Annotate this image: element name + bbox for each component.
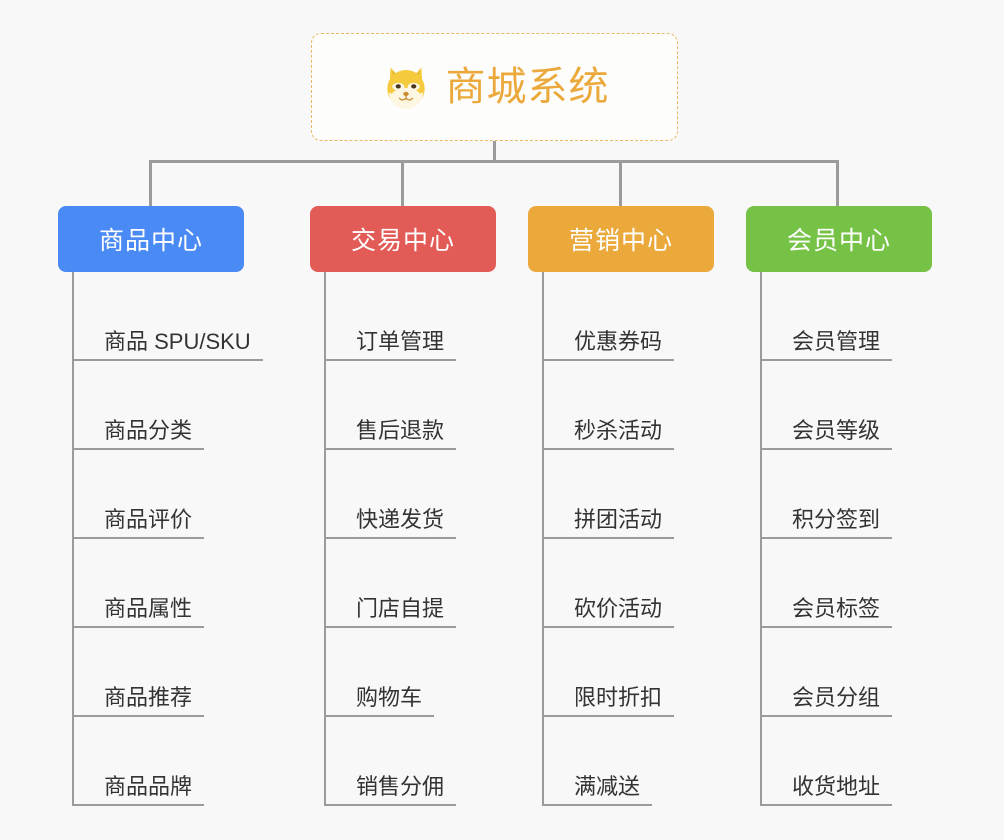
leaf-label: 商品分类 — [72, 419, 205, 450]
leaf-item[interactable]: 售后退款 — [324, 361, 496, 450]
leaf-label: 拼团活动 — [542, 508, 675, 539]
leaf-item[interactable]: 门店自提 — [324, 539, 496, 628]
leaf-label: 积分签到 — [760, 508, 893, 539]
leaf-label: 满减送 — [542, 775, 653, 806]
leaf-item[interactable]: 会员分组 — [760, 628, 932, 717]
leaf-list-product-center: 商品 SPU/SKU 商品分类 商品评价 商品属性 商品推荐 商品品牌 — [72, 272, 263, 806]
leaf-item[interactable]: 商品分类 — [72, 361, 244, 450]
leaf-item[interactable]: 会员标签 — [760, 539, 932, 628]
leaf-item[interactable]: 拼团活动 — [542, 450, 714, 539]
leaf-list-member-center: 会员管理 会员等级 积分签到 会员标签 会员分组 收货地址 — [760, 272, 932, 806]
branch-column-product-center: 商品中心 商品 SPU/SKU 商品分类 商品评价 商品属性 商品推荐 商品品牌 — [58, 206, 263, 806]
leaf-label: 砍价活动 — [542, 597, 675, 628]
leaf-item[interactable]: 满减送 — [542, 717, 714, 806]
connector-drop-4 — [836, 160, 839, 206]
leaf-label: 会员分组 — [760, 686, 893, 717]
leaf-label: 商品推荐 — [72, 686, 205, 717]
branch-column-marketing-center: 营销中心 优惠券码 秒杀活动 拼团活动 砍价活动 限时折扣 满减送 — [528, 206, 714, 806]
leaf-item[interactable]: 积分签到 — [760, 450, 932, 539]
category-header-label: 商品中心 — [98, 227, 203, 255]
branch-column-member-center: 会员中心 会员管理 会员等级 积分签到 会员标签 会员分组 收货地址 — [746, 206, 932, 806]
shiba-dog-face-icon — [386, 67, 425, 109]
leaf-label: 限时折扣 — [542, 686, 675, 717]
leaf-label: 商品 SPU/SKU — [72, 330, 263, 361]
leaf-item[interactable]: 限时折扣 — [542, 628, 714, 717]
leaf-label: 商品属性 — [72, 597, 205, 628]
leaf-label: 会员管理 — [760, 330, 893, 361]
leaf-label: 订单管理 — [324, 330, 457, 361]
leaf-item[interactable]: 收货地址 — [760, 717, 932, 806]
category-header-member-center[interactable]: 会员中心 — [746, 206, 932, 272]
leaf-list-marketing-center: 优惠券码 秒杀活动 拼团活动 砍价活动 限时折扣 满减送 — [542, 272, 714, 806]
leaf-item[interactable]: 购物车 — [324, 628, 496, 717]
category-header-marketing-center[interactable]: 营销中心 — [528, 206, 714, 272]
leaf-item[interactable]: 商品 SPU/SKU — [72, 272, 263, 361]
leaf-label: 商品品牌 — [72, 775, 205, 806]
leaf-label: 售后退款 — [324, 419, 457, 450]
leaf-item[interactable]: 商品推荐 — [72, 628, 244, 717]
connector-root-stem — [493, 141, 496, 163]
category-header-label: 会员中心 — [786, 227, 891, 255]
connector-drop-2 — [401, 160, 404, 206]
category-header-product-center[interactable]: 商品中心 — [58, 206, 244, 272]
leaf-list-trade-center: 订单管理 售后退款 快递发货 门店自提 购物车 销售分佣 — [324, 272, 496, 806]
leaf-label: 商品评价 — [72, 508, 205, 539]
connector-drop-3 — [619, 160, 622, 206]
leaf-label: 优惠券码 — [542, 330, 675, 361]
category-header-label: 交易中心 — [350, 227, 455, 255]
leaf-label: 销售分佣 — [324, 775, 457, 806]
branch-column-trade-center: 交易中心 订单管理 售后退款 快递发货 门店自提 购物车 销售分佣 — [310, 206, 496, 806]
leaf-item[interactable]: 会员管理 — [760, 272, 932, 361]
leaf-label: 收货地址 — [760, 775, 893, 806]
connector-horizontal-bus — [149, 160, 839, 163]
leaf-item[interactable]: 商品评价 — [72, 450, 244, 539]
leaf-item[interactable]: 会员等级 — [760, 361, 932, 450]
leaf-label: 会员等级 — [760, 419, 893, 450]
leaf-label: 门店自提 — [324, 597, 457, 628]
leaf-label: 快递发货 — [324, 508, 457, 539]
leaf-item[interactable]: 销售分佣 — [324, 717, 496, 806]
category-header-label: 营销中心 — [568, 227, 673, 255]
leaf-item[interactable]: 优惠券码 — [542, 272, 714, 361]
connector-drop-1 — [149, 160, 152, 206]
root-title: 商城系统 — [445, 65, 610, 109]
leaf-item[interactable]: 商品属性 — [72, 539, 244, 628]
leaf-item[interactable]: 砍价活动 — [542, 539, 714, 628]
leaf-item[interactable]: 快递发货 — [324, 450, 496, 539]
leaf-item[interactable]: 秒杀活动 — [542, 361, 714, 450]
category-header-trade-center[interactable]: 交易中心 — [310, 206, 496, 272]
leaf-label: 会员标签 — [760, 597, 893, 628]
leaf-label: 购物车 — [324, 686, 435, 717]
leaf-label: 秒杀活动 — [542, 419, 675, 450]
root-node-shop-system[interactable]: 商城系统 — [311, 33, 678, 141]
leaf-item[interactable]: 商品品牌 — [72, 717, 244, 806]
leaf-item[interactable]: 订单管理 — [324, 272, 496, 361]
